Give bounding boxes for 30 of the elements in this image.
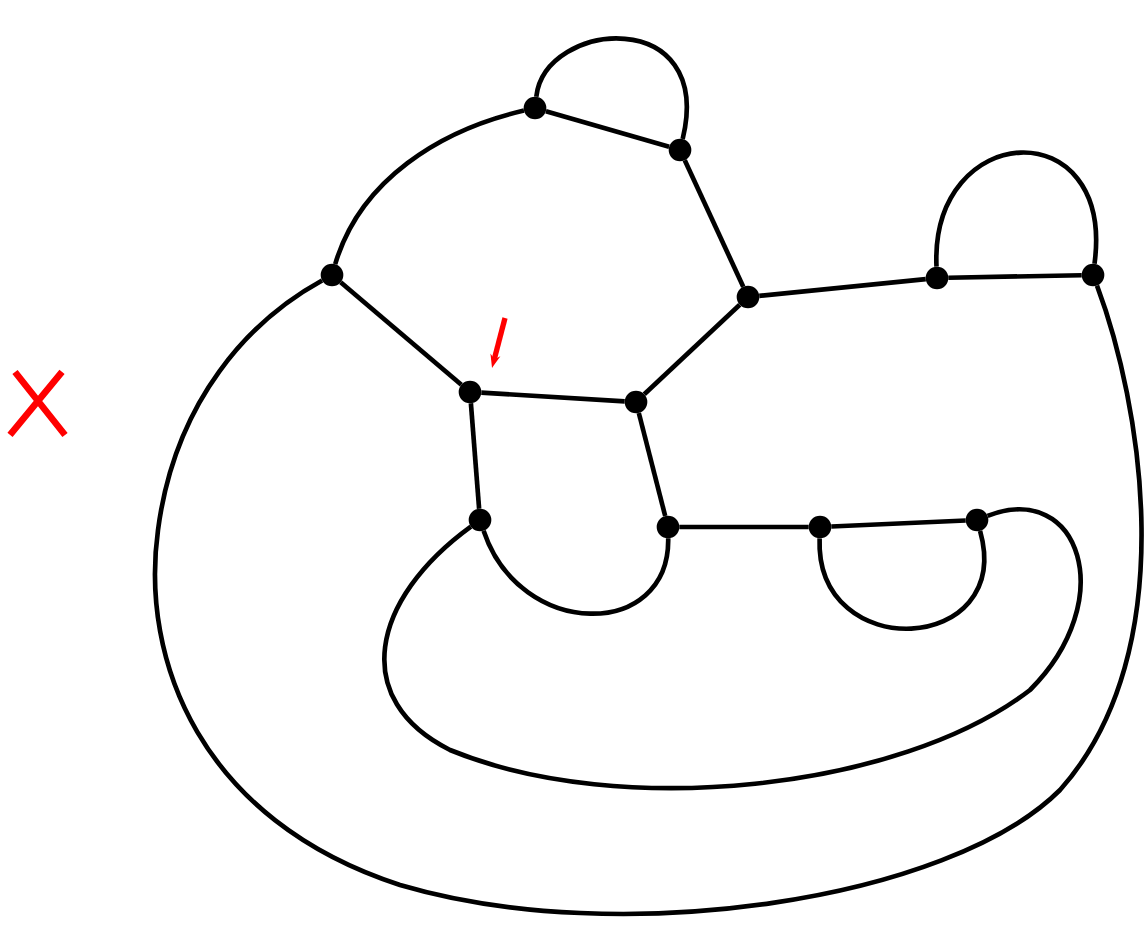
graph-vertex	[624, 390, 648, 414]
edge-line	[934, 150, 1098, 267]
edge-line	[333, 108, 525, 265]
edge-line	[481, 390, 625, 404]
edge-line	[948, 272, 1082, 281]
edge-line	[545, 108, 670, 150]
graph-vertex	[320, 263, 344, 287]
graph-vertex	[808, 515, 832, 539]
edge-line	[682, 159, 746, 288]
graph-vertex	[1081, 263, 1105, 287]
edge-line	[679, 524, 809, 530]
graph-vertex	[965, 508, 989, 532]
edge-line	[481, 529, 671, 616]
graph-vertex	[656, 515, 680, 539]
edge-line	[382, 507, 1083, 791]
edge-line	[642, 303, 742, 396]
edge-line	[636, 412, 668, 517]
edge-line	[534, 36, 689, 140]
edge-line	[759, 276, 926, 299]
edge-line	[831, 518, 966, 529]
edge-line	[339, 280, 463, 387]
edge-line	[817, 530, 987, 631]
graph-vertex	[668, 138, 692, 162]
graph-vertex	[736, 285, 760, 309]
graph-vertex	[458, 380, 482, 404]
graph-vertex	[468, 508, 492, 532]
edge-line	[468, 403, 482, 509]
edge-line	[153, 278, 1144, 916]
graph-vertex	[925, 266, 949, 290]
graph-vertex	[523, 96, 547, 120]
